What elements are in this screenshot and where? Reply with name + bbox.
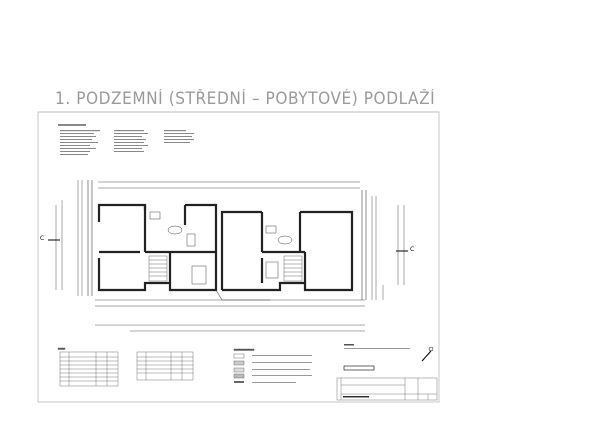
- right-bathroom-fixtures: [265, 225, 293, 279]
- section-label-right: C: [410, 246, 414, 253]
- left-stairs: [148, 255, 168, 282]
- right-stairs: [283, 255, 303, 282]
- retaining-walls: [87, 180, 367, 301]
- notes-block: [343, 344, 410, 371]
- left-bathroom-fixtures: [149, 211, 207, 285]
- section-marker-right: C: [396, 246, 414, 253]
- right-unit-walls: [220, 210, 354, 292]
- title-block: [336, 377, 438, 401]
- construction-notes: [58, 124, 194, 155]
- section-marker-left: C: [40, 235, 60, 242]
- materials-legend: [233, 348, 312, 383]
- left-unit-walls: [97, 203, 218, 292]
- room-table-left: [57, 347, 119, 387]
- room-table-right: [136, 351, 194, 381]
- north-arrow-icon: [421, 346, 434, 362]
- drawing-title: 1. PODZEMNÍ (STŘEDNÍ – POBYTOVÉ) PODLAŽÍ: [55, 89, 436, 108]
- section-label-left: C: [40, 235, 44, 242]
- sheet-border: [37, 111, 440, 403]
